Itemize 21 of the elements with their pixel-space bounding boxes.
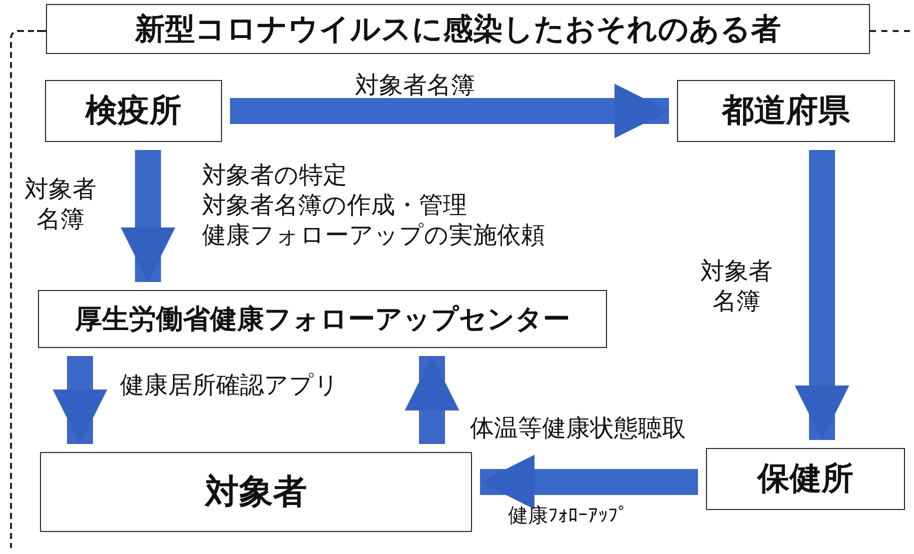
edge-label: 対象者名簿 [355, 70, 475, 100]
process-box: 都道府県 [677, 80, 895, 142]
block-arrow [404, 356, 460, 444]
process-box: 保健所 [706, 448, 905, 510]
edge-label: 体温等健康状態聴取 [470, 413, 686, 443]
block-arrow [480, 454, 698, 510]
block-arrow [794, 150, 850, 440]
block-arrow [120, 150, 176, 282]
block-arrow [230, 84, 669, 138]
title-box: 新型コロナウイルスに感染したおそれのある者 [46, 4, 870, 54]
note-text: 健康フォローアップの実施依頼 [202, 220, 545, 250]
block-arrow [52, 356, 108, 444]
edge-label: 対象者名簿 [23, 174, 98, 234]
process-box: 検疫所 [45, 80, 222, 142]
edge-label: 健康ﾌｫﾛｰｱｯﾌﾟ [508, 503, 628, 528]
process-box: 厚生労働省健康フォローアップセンター [38, 290, 607, 348]
edge-label: 健康居所確認アプリ [120, 370, 339, 400]
edge-label: 対象者名簿 [699, 256, 774, 316]
note-text: 対象者の特定 [202, 160, 347, 190]
note-text: 対象者名簿の作成・管理 [202, 190, 467, 220]
process-box: 対象者 [40, 452, 472, 532]
